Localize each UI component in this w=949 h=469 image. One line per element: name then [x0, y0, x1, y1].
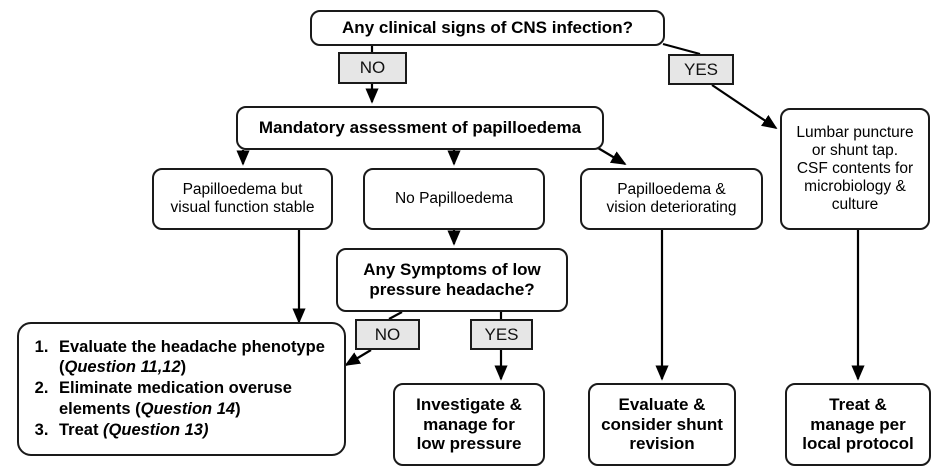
edge-cns-to-yes [662, 42, 701, 56]
node-treat-local-protocol[interactable]: Treat & manage per local protocol [785, 383, 931, 466]
badge-cns-no[interactable]: NO [338, 52, 407, 84]
node-no-papilloedema[interactable]: No Papilloedema [363, 168, 545, 230]
list-item: Treat (Question 13) [53, 420, 336, 440]
edge-mandatory-to-deteriorating [597, 147, 627, 165]
node-evaluate-shunt-revision-label: Evaluate & consider shunt revision [601, 394, 723, 454]
node-investigate-low-pressure-label: Investigate & manage for low pressure [416, 394, 522, 454]
headache-steps-list: Evaluate the headache phenotype (Questio… [19, 337, 344, 441]
node-cns-infection-question-label: Any clinical signs of CNS infection? [342, 18, 633, 38]
badge-low-pressure-no[interactable]: NO [355, 319, 420, 350]
node-treat-local-protocol-label: Treat & manage per local protocol [802, 394, 914, 454]
badge-cns-yes[interactable]: YES [668, 54, 734, 85]
step-text-before: Eliminate medication overuse elements ( [59, 379, 292, 418]
node-papilloedema-deteriorating[interactable]: Papilloedema & vision deteriorating [580, 168, 763, 230]
step-text-before: Evaluate the headache phenotype ( [59, 338, 325, 377]
badge-cns-yes-label: YES [683, 59, 719, 79]
list-item: Eliminate medication overuse elements (Q… [53, 378, 336, 418]
badge-low-pressure-no-label: NO [374, 324, 401, 344]
node-lumbar-puncture[interactable]: Lumbar puncture or shunt tap. CSF conten… [780, 108, 930, 230]
badge-low-pressure-yes[interactable]: YES [470, 319, 533, 350]
node-evaluate-shunt-revision[interactable]: Evaluate & consider shunt revision [588, 383, 736, 466]
step-text-before: Treat [59, 420, 104, 439]
node-mandatory-assessment-label: Mandatory assessment of papilloedema [258, 118, 582, 138]
step-emphasis: Question 14 [140, 399, 236, 418]
node-papilloedema-stable-label: Papilloedema but visual function stable [170, 181, 315, 216]
node-no-papilloedema-label: No Papilloedema [394, 190, 514, 208]
badge-cns-no-label: NO [359, 58, 386, 77]
badge-low-pressure-yes-label: YES [484, 324, 519, 344]
edge-lowpressure-to-no [388, 311, 403, 320]
node-cns-infection-question[interactable]: Any clinical signs of CNS infection? [310, 10, 665, 46]
step-text-after: ) [180, 358, 187, 377]
node-investigate-low-pressure[interactable]: Investigate & manage for low pressure [393, 383, 545, 466]
node-papilloedema-deteriorating-label: Papilloedema & vision deteriorating [606, 181, 737, 216]
edge-yes-to-lumbar [711, 84, 778, 129]
edge-no-to-headache-list [344, 349, 372, 366]
node-low-pressure-question[interactable]: Any Symptoms of low pressure headache? [336, 248, 568, 312]
node-mandatory-assessment[interactable]: Mandatory assessment of papilloedema [236, 106, 604, 150]
node-papilloedema-stable[interactable]: Papilloedema but visual function stable [152, 168, 333, 230]
node-low-pressure-question-label: Any Symptoms of low pressure headache? [363, 260, 541, 299]
step-emphasis: Question 11,12 [64, 358, 181, 377]
step-emphasis: (Question 13) [103, 420, 209, 439]
step-text-after: ) [235, 399, 241, 418]
node-lumbar-puncture-label: Lumbar puncture or shunt tap. CSF conten… [796, 124, 914, 213]
node-headache-management-steps[interactable]: Evaluate the headache phenotype (Questio… [17, 322, 346, 456]
list-item: Evaluate the headache phenotype (Questio… [53, 337, 336, 377]
